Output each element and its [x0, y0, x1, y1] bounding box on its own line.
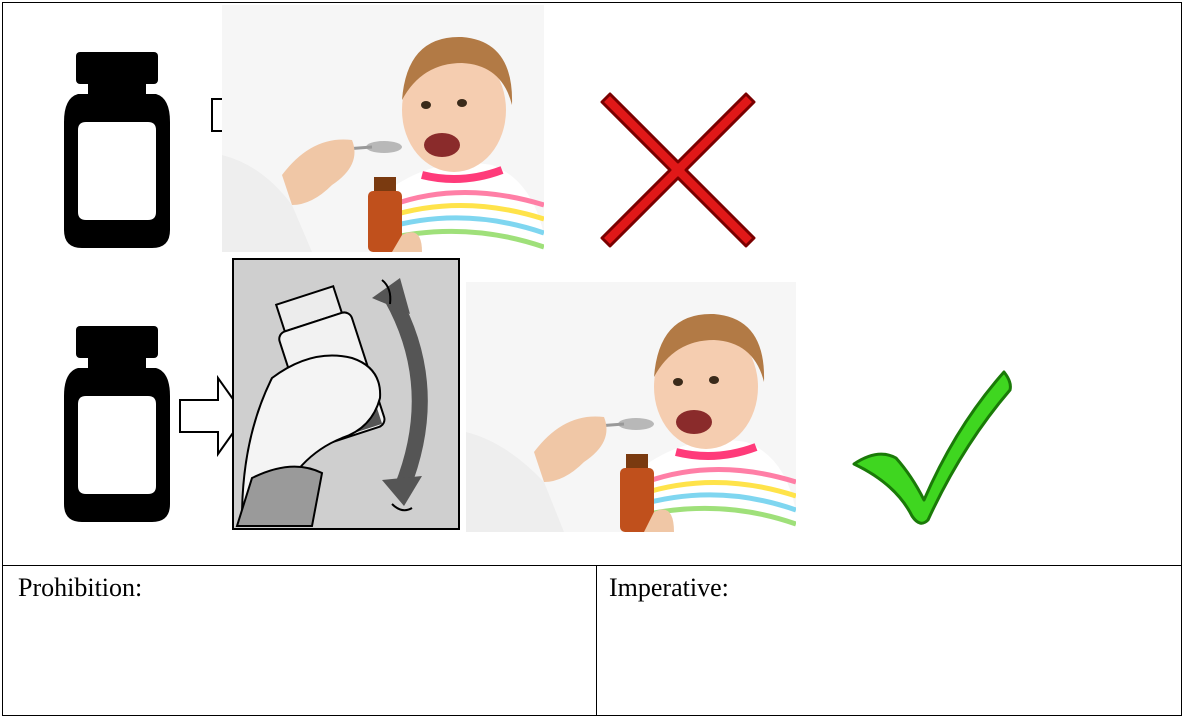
- green-check-icon: [848, 366, 1014, 528]
- row-divider: [2, 565, 1182, 566]
- red-cross-icon: [598, 90, 758, 250]
- imperative-answer-box[interactable]: [600, 567, 1180, 713]
- child-syrup-photo: [222, 5, 544, 252]
- medicine-bottle-icon: [60, 326, 175, 526]
- medicine-bottle-icon: [60, 52, 175, 252]
- prohibition-answer-box[interactable]: [4, 567, 594, 713]
- shake-bottle-illustration: [232, 258, 460, 530]
- column-divider: [596, 565, 597, 716]
- child-syrup-photo: [466, 282, 796, 532]
